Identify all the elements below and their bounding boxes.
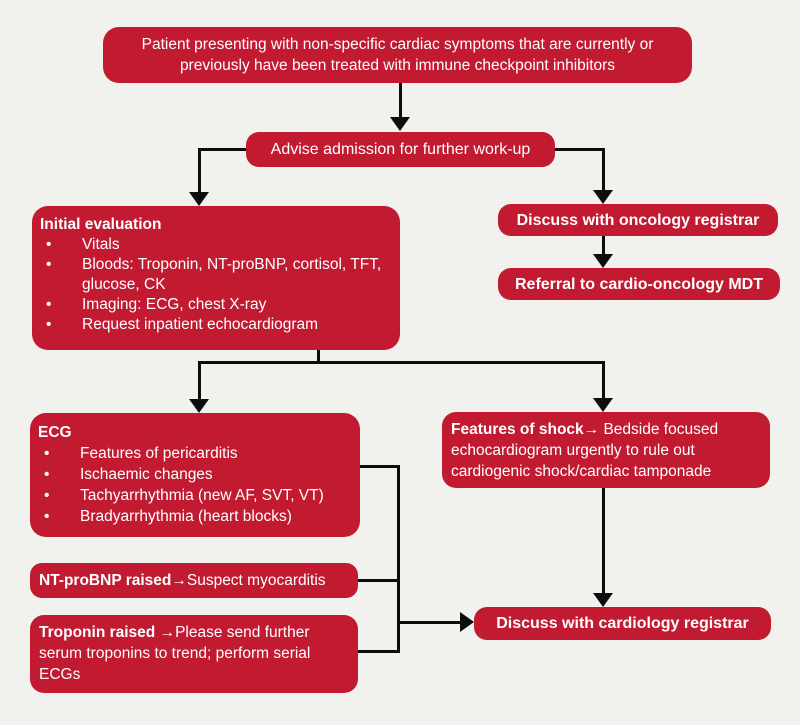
initial-evaluation-bullet-list: Vitals Bloods: Troponin, NT-proBNP, cort… [40,235,388,335]
bullet-item: Ischaemic changes [38,464,350,485]
connector-initial-stub [317,350,320,364]
connector-advise-right-vertical [602,148,605,190]
connector-ecg-horizontal [360,465,400,468]
node-cardiology-registrar: Discuss with cardiology registrar [474,607,771,640]
bullet-item: Imaging: ECG, chest X-ray [40,295,388,315]
bullet-item: Bloods: Troponin, NT-proBNP, cortisol, T… [40,255,388,295]
connector-advise-right-horizontal [555,148,605,151]
node-troponin: Troponin raised →Please send further ser… [30,615,358,693]
node-referral-mdt-label: Referral to cardio-oncology MDT [514,275,764,293]
node-troponin-rest: →Please send further serum troponins to … [39,624,311,683]
connector-patient-advise [399,83,402,117]
bullet-item: Tachyarrhythmia (new AF, SVT, VT) [38,485,350,506]
node-oncology-registrar-label: Discuss with oncology registrar [516,211,760,229]
node-troponin-lead: Troponin raised [39,624,156,641]
connector-split-left-vertical [198,361,201,399]
connector-advise-left-vertical [198,148,201,192]
connector-shock-cardiology [602,488,605,593]
arrowhead-referral-mdt [593,254,613,268]
arrowhead-cardiology-horizontal [460,612,474,632]
node-ntprobnp-rest: →Suspect myocarditis [171,572,326,589]
bullet-item: Vitals [40,235,388,255]
node-ecg-title: ECG [38,424,72,441]
node-features-of-shock: Features of shock→ Bedside focused echoc… [442,412,770,488]
connector-advise-left-horizontal [198,148,246,151]
node-cardiology-registrar-label: Discuss with cardiology registrar [496,615,749,632]
node-oncology-registrar: Discuss with oncology registrar [498,204,778,236]
arrowhead-cardiology-vertical [593,593,613,607]
arrowhead-patient-advise [390,117,410,131]
node-advise-admission: Advise admission for further work-up [246,132,555,167]
connector-split-horizontal [198,361,605,364]
connector-oncology-referral [602,236,605,254]
node-initial-evaluation: Initial evaluation Vitals Bloods: Tropon… [32,206,400,350]
node-advise-admission-label: Advise admission for further work-up [270,141,531,158]
connector-split-right-vertical [602,361,605,398]
arrowhead-initial-evaluation [189,192,209,206]
node-patient-label: Patient presenting with non-specific car… [141,36,654,74]
node-features-of-shock-lead: Features of shock [451,421,584,438]
node-ntprobnp: NT-proBNP raised→Suspect myocarditis [30,563,358,598]
connector-ntprobnp-horizontal [358,579,400,582]
arrowhead-features-of-shock [593,398,613,412]
arrowhead-oncology-registrar [593,190,613,204]
connector-collector-to-cardiology [397,621,460,624]
node-patient: Patient presenting with non-specific car… [103,27,692,83]
connector-collector-vertical [397,465,400,653]
bullet-item: Request inpatient echocardiogram [40,315,388,335]
node-ecg: ECG Features of pericarditis Ischaemic c… [30,413,360,537]
node-features-of-shock-rest: → Bedside focused echocardiogram urgentl… [451,421,719,480]
node-ntprobnp-lead: NT-proBNP raised [39,572,172,589]
ecg-bullet-list: Features of pericarditis Ischaemic chang… [38,443,350,527]
node-referral-mdt: Referral to cardio-oncology MDT [498,268,780,300]
arrowhead-ecg [189,399,209,413]
node-initial-evaluation-title: Initial evaluation [40,216,162,233]
bullet-item: Features of pericarditis [38,443,350,464]
connector-troponin-horizontal [358,650,400,653]
bullet-item: Bradyarrhythmia (heart blocks) [38,506,350,527]
